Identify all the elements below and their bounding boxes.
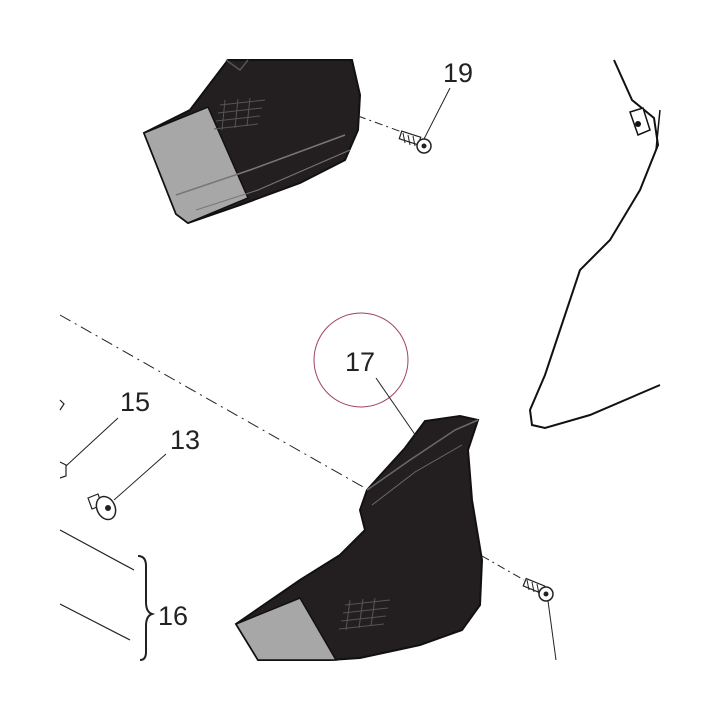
leader-17 [375, 377, 417, 437]
highlight-circle [313, 312, 409, 408]
callout-17: 17 [345, 347, 375, 377]
callout-19: 19 [443, 58, 473, 88]
callout-13: 13 [170, 425, 200, 455]
part-15 [59, 399, 119, 479]
upper-logo-icon [213, 97, 266, 131]
screw-lower-right [481, 555, 557, 661]
lower-mudflap [234, 414, 484, 661]
callout-16: 16 [158, 601, 188, 631]
screw-19 [357, 87, 451, 154]
centerline [59, 314, 366, 489]
callout-15: 15 [120, 387, 150, 417]
part-13 [87, 453, 167, 521]
brace-16 [137, 555, 156, 661]
right-bracket [528, 59, 661, 430]
part-16 [59, 529, 156, 661]
lower-logo-icon [338, 597, 391, 631]
upper-mudflap [142, 59, 362, 225]
